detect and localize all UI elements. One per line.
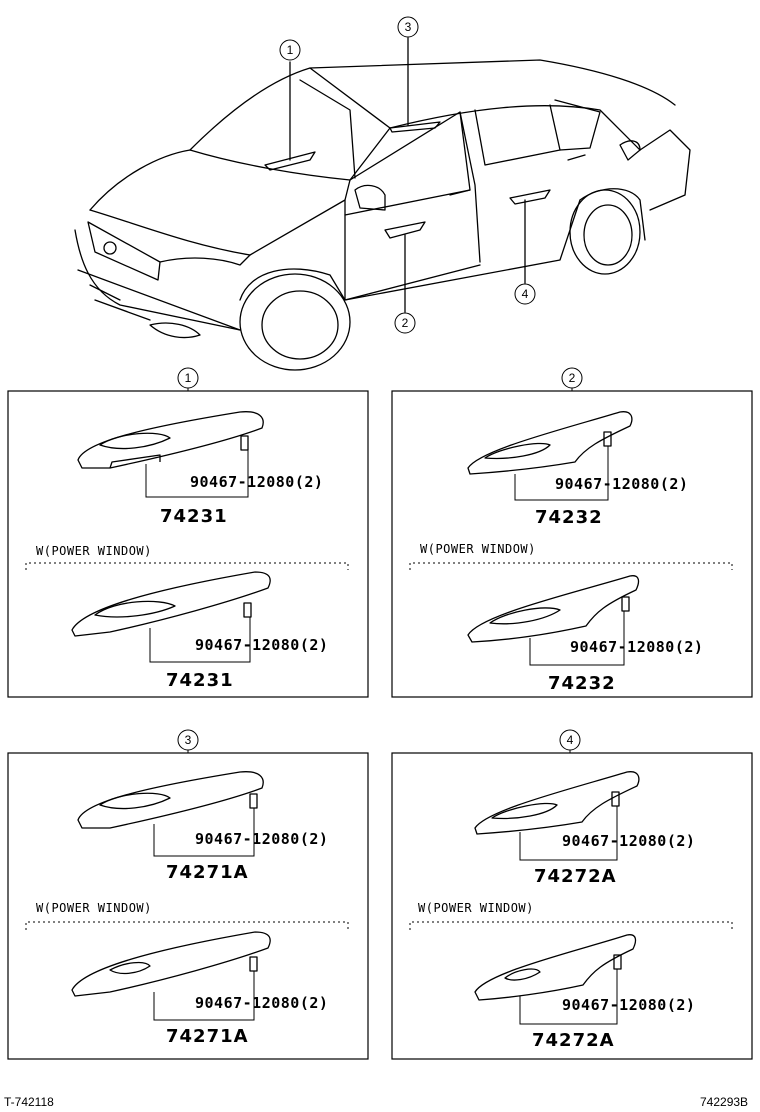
footer-right-code: 742293B [700,1095,749,1109]
footer-left-code: T-742118 [4,1095,54,1109]
part-leaders [145,446,625,1025]
callout-number: 4 [521,287,529,301]
callout-number: 3 [404,20,412,34]
condition-label: W(POWER WINDOW) [36,544,152,558]
armrest-parts [71,411,640,1001]
clip-part-number: 90467-12080(2) [195,636,329,654]
part-number: 74271A [166,862,249,883]
part-number: 74271A [166,1026,249,1047]
condition-brackets [25,562,733,930]
callout-circles-car [177,16,583,751]
part-number: 74272A [534,866,617,887]
callout-number: 1 [286,43,294,57]
clip-part-number: 90467-12080(2) [562,832,696,850]
callout-number: 2 [401,316,409,330]
part-number: 74231 [166,670,234,691]
clip-part-number: 90467-12080(2) [190,473,324,491]
clip-part-number: 90467-12080(2) [555,475,689,493]
condition-label: W(POWER WINDOW) [418,901,534,915]
clip-part-number: 90467-12080(2) [195,994,329,1012]
panel-callout-number: 1 [184,371,192,385]
part-number: 74231 [160,506,228,527]
callout-leaders-panels [187,388,573,753]
part-number: 74232 [535,507,603,528]
part-number: 74272A [532,1030,615,1051]
part-number: 74232 [548,673,616,694]
clip-part-number: 90467-12080(2) [562,996,696,1014]
panel-callout-number: 2 [568,371,576,385]
clip-part-number: 90467-12080(2) [195,830,329,848]
clip-part-number: 90467-12080(2) [570,638,704,656]
condition-label: W(POWER WINDOW) [420,542,536,556]
panel-callout-number: 4 [566,733,574,747]
condition-label: W(POWER WINDOW) [36,901,152,915]
panel-callout-number: 3 [184,733,192,747]
car-illustration [74,37,691,371]
